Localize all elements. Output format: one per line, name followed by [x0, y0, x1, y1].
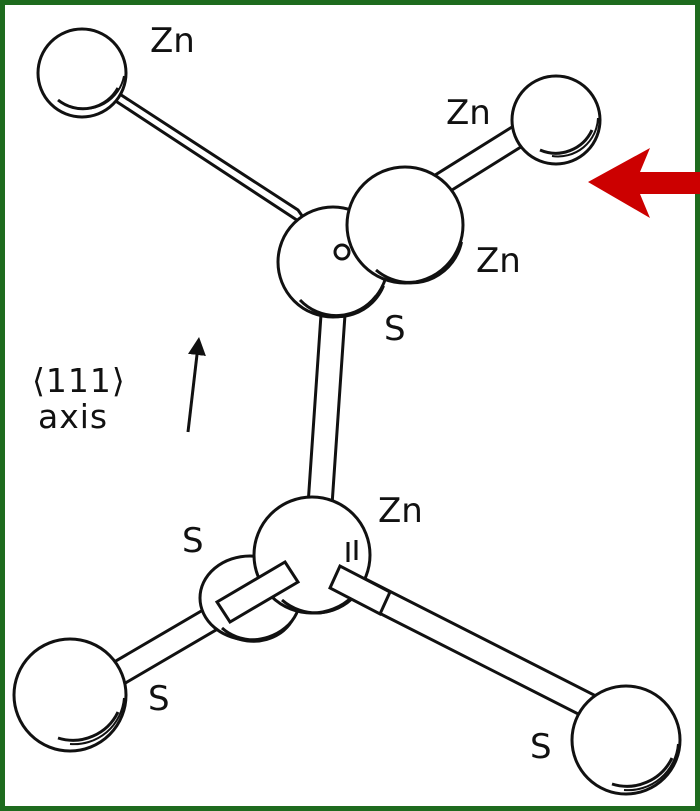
bond-s-zn-topleft — [90, 74, 314, 232]
axis-label-line2: axis — [38, 397, 108, 436]
bond-vertical — [306, 298, 348, 507]
atoms — [12, 27, 682, 796]
label-zn-top-left: Zn — [150, 21, 195, 61]
label-s-lower-right: S — [530, 727, 552, 767]
atom-zn-top-right — [510, 74, 602, 166]
red-pointer-arrow-icon — [588, 148, 700, 218]
atom-zn-front — [345, 165, 465, 285]
label-zn-top-right: Zn — [446, 93, 491, 133]
label-s-lower-left: S — [148, 679, 170, 719]
label-s-lower-back: S — [182, 521, 204, 561]
label-zn-lower: Zn — [378, 491, 423, 531]
atom-zn-top-left — [36, 27, 128, 119]
atom-s-lower-right — [570, 684, 682, 796]
axis-label-line1: ⟨111⟩ — [32, 361, 126, 400]
label-s-upper: S — [384, 309, 406, 349]
bond-zn-s-lowerleft-front — [214, 559, 301, 625]
label-zn-front: Zn — [476, 241, 521, 281]
atom-s-lower-left — [12, 637, 128, 753]
bond-zn-s-lowerright-front — [328, 563, 392, 617]
axis-arrow-icon — [186, 337, 206, 433]
bonds — [90, 74, 602, 723]
